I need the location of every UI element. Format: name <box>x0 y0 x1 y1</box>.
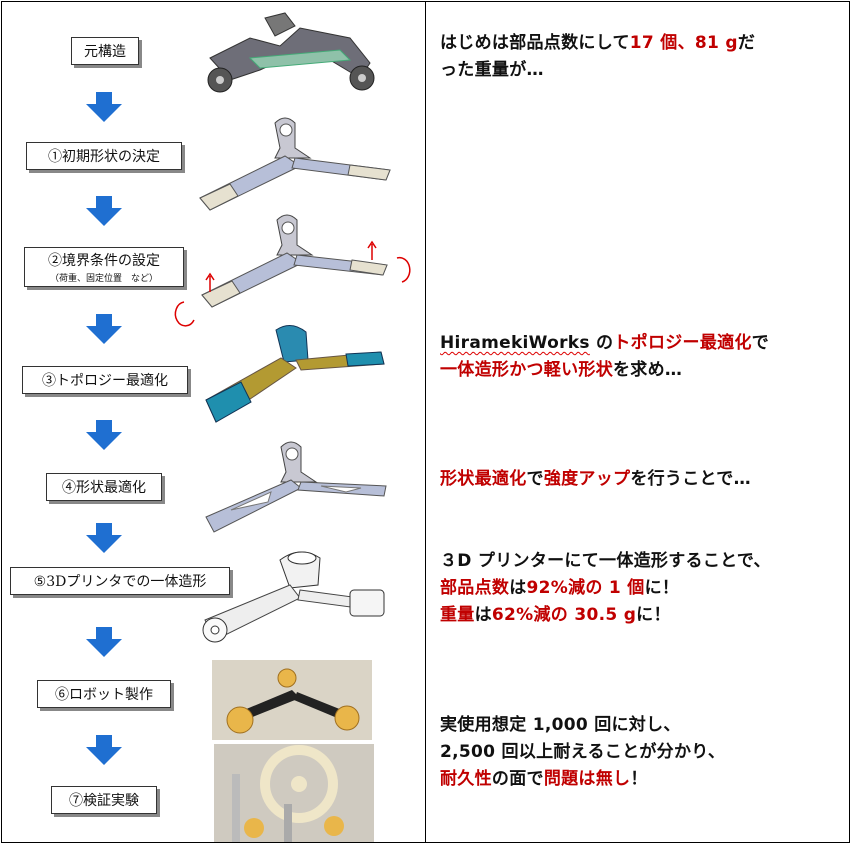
note-original-weight: はじめは部品点数にして17 個、81 gだ った重量が… <box>440 30 755 84</box>
note-shape-optimization: 形状最適化で強度アップを行うことで… <box>440 466 751 493</box>
note-text: 実使用想定 1,000 回に対し、 <box>440 715 681 735</box>
step-label: ⑦検証実験 <box>69 793 139 809</box>
note-text: に！ <box>644 578 680 598</box>
note-highlight: 一体造形かつ軽い形状 <box>440 360 613 380</box>
note-text: 2,500 回以上耐えることが分かり、 <box>440 742 726 762</box>
step-label: ①初期形状の決定 <box>48 149 160 165</box>
note-highlight: 部品点数 <box>440 578 510 598</box>
note-text: は <box>474 605 492 625</box>
step-label: ⑤3Dプリンタでの一体造形 <box>33 574 207 590</box>
note-text: に！ <box>636 605 671 625</box>
boundary-conditions-image <box>174 214 411 327</box>
step-label: 元構造 <box>84 44 126 60</box>
step-initial-shape: ①初期形状の決定 <box>26 142 182 170</box>
note-text: を求め… <box>613 360 683 380</box>
note-highlight: 17 個、81 g <box>629 33 738 53</box>
step-label: ③トポロジー最適化 <box>42 373 168 389</box>
note-text: を行うことで… <box>630 469 751 489</box>
note-text: の <box>589 333 614 353</box>
3d-printed-part-image <box>202 551 385 643</box>
topology-optimization-image <box>205 325 385 423</box>
down-arrow-icon <box>86 196 122 226</box>
note-text: った重量が… <box>440 60 544 80</box>
note-text: はじめは部品点数にして <box>440 33 630 53</box>
note-highlight: トポロジー最適化 <box>613 333 752 353</box>
down-arrow-icon <box>86 92 122 122</box>
note-text: ３D プリンターにて一体造形することで、 <box>440 551 771 571</box>
step-boundary-conditions: ②境界条件の設定 （荷重、固定位置 など） <box>24 247 184 287</box>
note-highlight: 62%減の 30.5 g <box>491 605 637 625</box>
step-sublabel: （荷重、固定位置 など） <box>49 274 158 284</box>
note-highlight: 耐久性 <box>440 769 492 789</box>
down-arrow-icon <box>86 523 122 553</box>
down-arrow-icon <box>86 735 122 765</box>
down-arrow-icon <box>86 420 122 450</box>
step-label: ④形状最適化 <box>62 480 146 496</box>
note-highlight: 92%減の 1 個 <box>526 578 645 598</box>
note-3d-printing: ３D プリンターにて一体造形することで、 部品点数は92%減の 1 個に！ 重量… <box>440 548 771 629</box>
column-divider <box>425 1 426 843</box>
initial-shape-image <box>199 117 391 211</box>
step-shape-optimization: ④形状最適化 <box>46 473 162 501</box>
verification-experiment-photo-image <box>214 744 374 842</box>
note-text: の面で <box>491 769 544 789</box>
note-highlight: 問題は無し <box>543 769 631 789</box>
step-3d-printing: ⑤3Dプリンタでの一体造形 <box>10 567 230 595</box>
note-text: は <box>509 578 527 598</box>
note-highlight: 形状最適化 <box>440 469 527 489</box>
step-original-structure: 元構造 <box>71 37 139 65</box>
note-topology: HiramekiWorks のトポロジー最適化で 一体造形かつ軽い形状を求め… <box>440 330 769 384</box>
note-text: で <box>526 469 544 489</box>
step-label: ②境界条件の設定 <box>48 253 160 269</box>
step-robot-build: ⑥ロボット製作 <box>37 680 171 708</box>
original-structure-image <box>207 12 375 93</box>
note-text: だ <box>737 33 756 53</box>
note-durability: 実使用想定 1,000 回に対し、 2,500 回以上耐えることが分かり、 耐久… <box>440 712 725 793</box>
note-text: HiramekiWorks <box>440 333 590 353</box>
robot-photo-image <box>212 660 372 740</box>
note-highlight: 重量 <box>440 605 475 625</box>
shape-optimization-image <box>205 441 387 533</box>
down-arrow-icon <box>86 627 122 657</box>
note-highlight: 強度アップ <box>543 469 631 489</box>
step-label: ⑥ロボット製作 <box>55 687 153 703</box>
step-verification: ⑦検証実験 <box>51 786 157 814</box>
note-text: で <box>751 333 770 353</box>
note-text: ！ <box>630 769 648 789</box>
step-topology-optimization: ③トポロジー最適化 <box>22 366 188 394</box>
down-arrow-icon <box>86 314 122 344</box>
